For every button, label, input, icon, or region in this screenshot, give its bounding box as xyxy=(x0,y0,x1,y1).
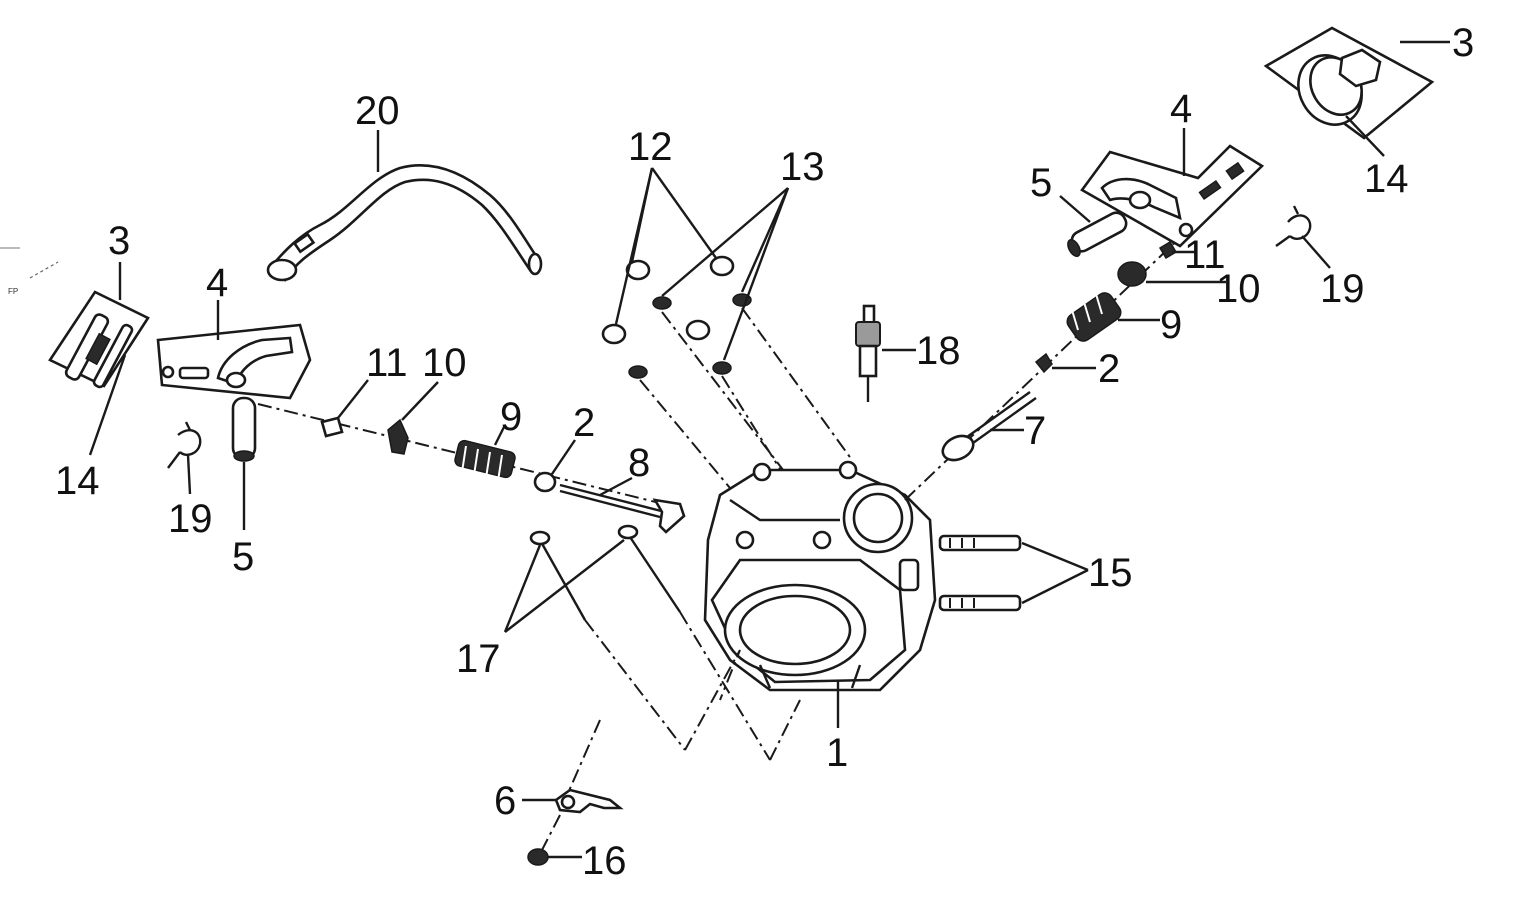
bolt-axis-1 xyxy=(584,619,686,751)
leader-17b xyxy=(504,539,625,633)
label-2-left: 2 xyxy=(573,401,595,445)
part-left-valve-cotter xyxy=(320,416,344,438)
leader-13c xyxy=(722,187,790,361)
part-right-valve-spring xyxy=(1066,292,1122,342)
label-5-left: 5 xyxy=(232,535,254,579)
label-13: 13 xyxy=(780,145,825,189)
label-4-right: 4 xyxy=(1170,87,1192,131)
part-right-rocker-shaft xyxy=(1067,211,1128,258)
part-cap-nuts xyxy=(601,255,735,345)
label-12: 12 xyxy=(628,125,673,169)
part-exhaust-valve xyxy=(941,391,1037,462)
part-right-valve-seal xyxy=(1034,352,1053,374)
label-15: 15 xyxy=(1088,551,1133,595)
label-14-right: 14 xyxy=(1364,157,1409,201)
part-left-rocker-shaft xyxy=(231,396,257,462)
part-right-spring-retainer xyxy=(1117,261,1147,287)
label-10-left: 10 xyxy=(422,341,467,385)
part-left-spring-retainer xyxy=(387,418,409,455)
part-right-valve-cover-kit xyxy=(1263,26,1435,140)
label-1: 1 xyxy=(826,731,848,775)
bolt-return-2 xyxy=(769,699,801,761)
label-3-right: 3 xyxy=(1452,21,1474,65)
stud-axis-2 xyxy=(661,311,801,493)
label-20: 20 xyxy=(355,89,400,133)
label-14-left: 14 xyxy=(55,459,100,503)
part-right-rocker-arm-kit xyxy=(1080,144,1265,248)
label-19-left: 19 xyxy=(168,497,213,541)
part-breather-hose xyxy=(266,164,543,282)
label-9-right: 9 xyxy=(1160,303,1182,347)
leader-2-left xyxy=(551,439,576,475)
part-intake-valve xyxy=(559,483,686,534)
part-head-bolts xyxy=(529,524,681,621)
label-2-right: 2 xyxy=(1098,347,1120,391)
leader-11-left xyxy=(337,379,369,419)
part-spark-plug xyxy=(855,304,881,402)
leader-10-left xyxy=(401,381,439,421)
label-5-right: 5 xyxy=(1030,161,1052,205)
part-exhaust-studs xyxy=(938,534,1022,612)
label-11-right: 11 xyxy=(1184,233,1226,277)
label-17: 17 xyxy=(456,637,501,681)
part-bolt-16 xyxy=(527,848,549,866)
label-3-left: 3 xyxy=(108,219,130,263)
label-16: 16 xyxy=(582,839,627,883)
leader-19-right xyxy=(1301,235,1331,269)
part-right-clip xyxy=(1275,205,1312,247)
label-19-right: 19 xyxy=(1320,267,1365,311)
part-left-valve-seal xyxy=(533,471,557,493)
label-4-left: 4 xyxy=(206,261,228,305)
leader-12b xyxy=(651,167,717,259)
label-7: 7 xyxy=(1024,409,1046,453)
label-11-left: 11 xyxy=(366,341,408,385)
leader-9-left xyxy=(493,424,507,446)
part-left-valve-cover-kit xyxy=(48,290,150,389)
label-10-right: 10 xyxy=(1216,267,1261,311)
leader-19-left xyxy=(186,454,192,495)
part-left-valve-spring xyxy=(454,439,516,482)
leader-13a xyxy=(661,187,789,297)
part-left-clip xyxy=(167,421,202,469)
bolt-16-axis xyxy=(541,814,561,851)
edge-mark-text: FP xyxy=(8,287,18,296)
leader-12c xyxy=(614,167,654,325)
edge-mark-dash xyxy=(29,261,59,279)
label-6: 6 xyxy=(494,779,516,823)
label-18: 18 xyxy=(916,329,961,373)
leader-15b xyxy=(1021,568,1089,605)
bolt-return-1 xyxy=(684,649,741,751)
part-cylinder-head xyxy=(703,460,937,692)
part-washers xyxy=(628,293,752,379)
bracket-axis xyxy=(564,719,601,801)
part-bracket xyxy=(554,788,624,814)
label-9-left: 9 xyxy=(500,395,522,439)
bolt-axis-2 xyxy=(679,611,771,761)
stud-axis-3 xyxy=(721,375,819,531)
leader-15a xyxy=(1021,541,1089,572)
label-8: 8 xyxy=(628,441,650,485)
stud-axis-4 xyxy=(741,307,853,461)
leader-14-left xyxy=(88,354,127,456)
leader-17a xyxy=(503,544,542,633)
leader-14-right xyxy=(1345,115,1385,157)
stud-axis-1 xyxy=(639,379,741,501)
part-left-rocker-arm-kit xyxy=(156,323,312,400)
leader-5-right xyxy=(1059,195,1091,223)
leader-8 xyxy=(599,476,633,497)
